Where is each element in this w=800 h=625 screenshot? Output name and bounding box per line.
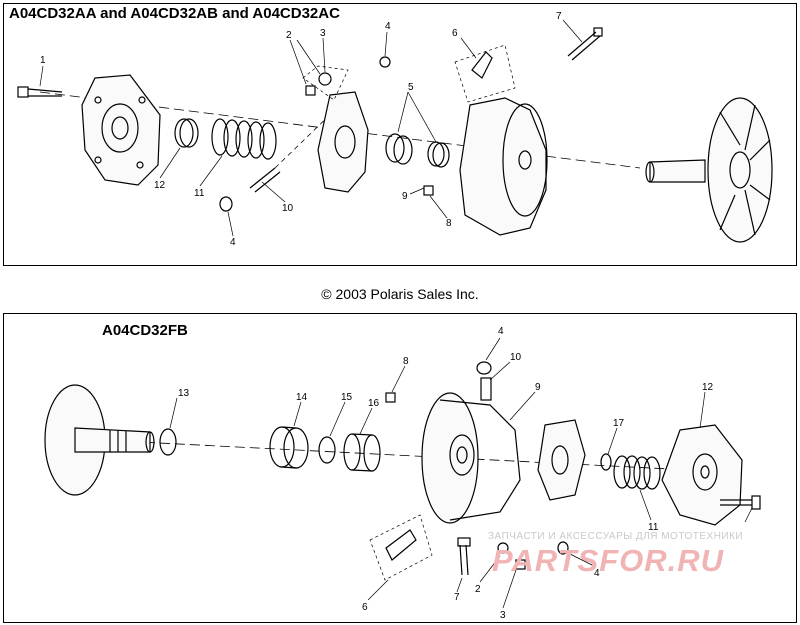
top-part-7-screw [567,27,603,61]
top-callout-10: 10 [282,203,294,214]
top-callout-7: 7 [556,11,562,22]
bottom-callout-9: 9 [535,382,541,393]
top-callout-2: 2 [286,30,292,41]
top-part-8-9-nut [423,185,434,196]
top-callout-8: 8 [446,218,452,229]
bottom-part-8-nut [385,392,396,403]
watermark-logo: PARTSFOR.RU [492,543,725,578]
bottom-part-15-ring [318,436,336,464]
bottom-callout-16: 16 [368,398,380,409]
top-part-spider [317,91,369,193]
bottom-part-spider [537,419,586,501]
top-callout-6: 6 [452,28,458,39]
bottom-part-bolt [720,495,761,510]
bottom-callout-13: 13 [178,388,190,399]
top-callout-11: 11 [194,188,205,199]
top-part-fixed-sheave [645,97,773,243]
bottom-part-13-washer [159,428,177,456]
bottom-callout-2: 2 [475,584,481,595]
top-part-11-spring [211,118,277,160]
diagram-panel-bottom [3,313,797,623]
bottom-callout-7: 7 [454,592,460,603]
bottom-callout-4: 4 [498,326,504,337]
bottom-part-14-bearing [269,426,309,469]
top-callout-4b: 4 [230,237,236,248]
top-part-4-roller [379,56,391,68]
bottom-callout-4b: 4 [594,568,600,579]
bottom-callout-8: 8 [403,356,409,367]
bottom-callout-14: 14 [296,392,308,403]
bottom-part-11-spring [613,455,661,490]
top-part-10-pin [249,109,336,193]
top-part-1-bolt [17,86,63,98]
watermark-tagline: ЗАПЧАСТИ И АКСЕССУАРЫ ДЛЯ МОТОТЕХНИКИ [488,531,744,542]
top-panel-title: A04CD32AA and A04CD32AB and A04CD32AC [9,5,340,22]
bottom-part-17-washer [600,453,612,471]
top-callout-12: 12 [154,180,166,191]
bottom-panel-title: A04CD32FB [102,322,188,339]
bottom-part-12-cover [661,424,743,526]
bottom-callout-11: 11 [648,522,659,533]
bottom-part-7-screw [457,537,471,576]
top-part-6-clip [454,44,516,103]
copyright-notice: © 2003 Polaris Sales Inc. [321,286,479,302]
top-callout-4: 4 [385,21,391,32]
bottom-part-16-bushing [343,433,381,472]
bottom-part-6-clip [369,514,433,581]
bottom-callout-6: 6 [362,602,368,613]
top-callout-3: 3 [320,28,326,39]
bottom-callout-3: 3 [500,610,506,621]
top-callout-1: 1 [40,55,46,66]
top-callout-5: 5 [408,82,414,93]
top-part-2-3-buttons [302,65,349,101]
top-callout-9: 9 [402,191,408,202]
bottom-callout-10: 10 [510,352,522,363]
bottom-callout-17: 17 [613,418,625,429]
bottom-part-sheave [421,392,521,524]
top-part-4-roller-bottom [219,196,233,212]
bottom-centerline [99,439,691,471]
bottom-part-fixed-sheave [44,384,155,496]
top-part-cover [81,74,161,186]
bottom-callout-15: 15 [341,392,353,403]
top-part-sheave [459,97,548,236]
bottom-part-2-3-buttons [497,541,569,570]
bottom-callout-12: 12 [702,382,714,393]
bottom-part-4-10-roller-pin [476,361,492,401]
top-part-12-bushing [174,118,199,148]
